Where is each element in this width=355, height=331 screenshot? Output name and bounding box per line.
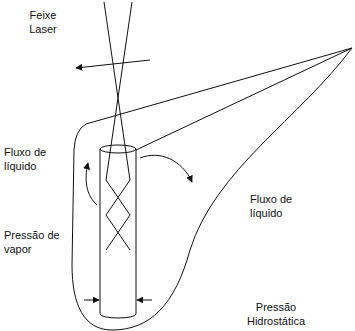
pressure-label: Pressão de vapor [4, 228, 68, 256]
keyhole-top [100, 145, 136, 153]
pool-surface [136, 48, 352, 150]
keyhole-wall [100, 149, 136, 314]
vapor-pressure-arrow [84, 300, 99, 301]
flow-label: Fluxo de líquido [250, 192, 320, 220]
flow-label: Fluxo de líquido [4, 145, 68, 173]
weld-pool [72, 48, 352, 330]
pressure-label: Pressão Hidrostática [236, 300, 316, 328]
beam-label: Feixe Laser [18, 8, 68, 36]
flow-arrow-left [86, 163, 97, 205]
beam-reflections [106, 180, 130, 250]
keyhole-bottom [100, 314, 136, 318]
hydrostatic-pressure-arrow [137, 300, 152, 301]
laser-beam [104, 2, 132, 180]
flow-arrow-right [140, 155, 192, 182]
beam-pointer [76, 60, 150, 68]
